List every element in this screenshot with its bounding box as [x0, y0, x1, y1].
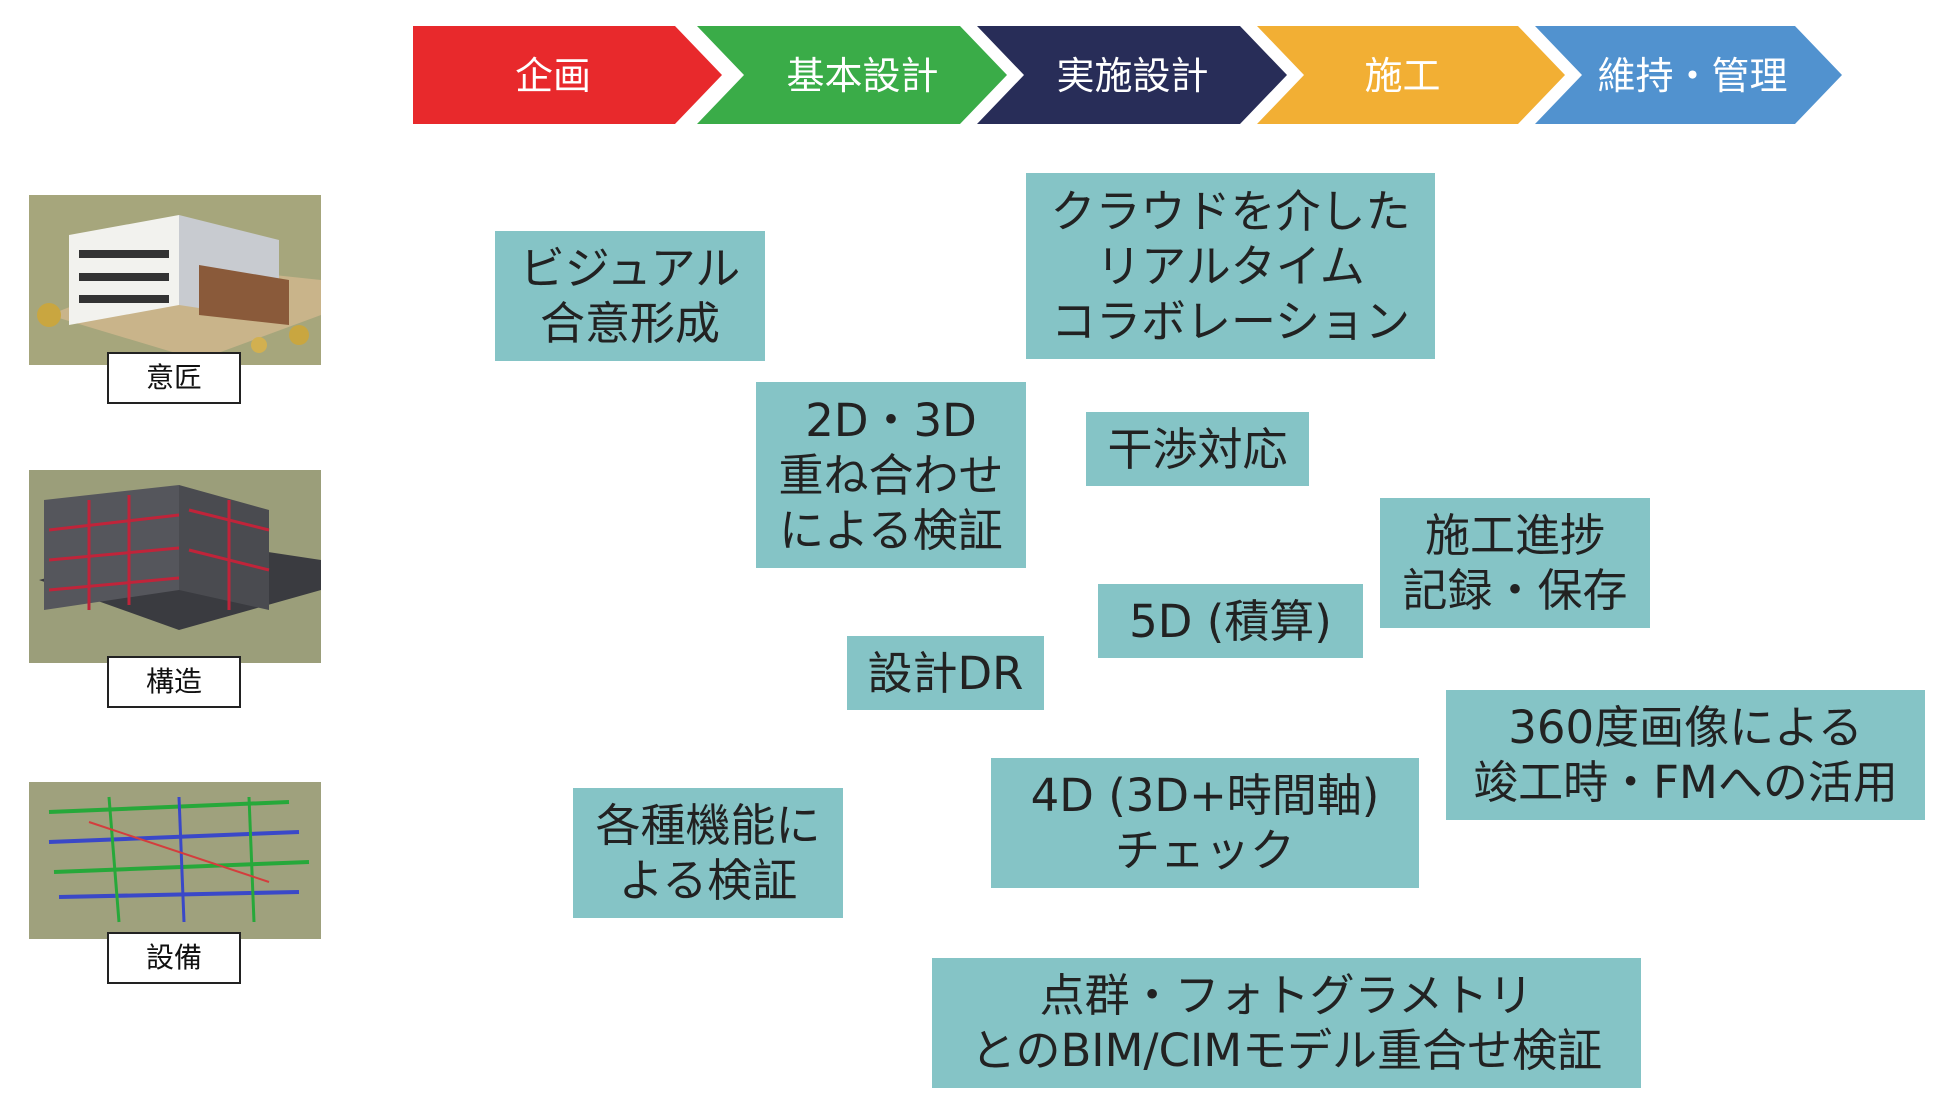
structure-model-image	[29, 470, 321, 663]
category-label-design: 意匠	[107, 352, 241, 404]
feature-cloud-collaboration: クラウドを介した リアルタイム コラボレーション	[1026, 173, 1435, 359]
feature-360-fm: 360度画像による 竣工時・FMへの活用	[1446, 690, 1925, 820]
category-label-structure: 構造	[107, 656, 241, 708]
phase-chevron-seko	[1257, 26, 1565, 124]
feature-functional-verification: 各種機能に よる検証	[573, 788, 843, 918]
feature-2d3d-overlay: 2D・3D 重ね合わせ による検証	[756, 382, 1026, 568]
phase-chevron-kikaku	[413, 26, 722, 124]
feature-4d-check: 4D (3D+時間軸) チェック	[991, 758, 1419, 888]
feature-pointcloud-verification: 点群・フォトグラメトリ とのBIM/CIMモデル重合せ検証	[932, 958, 1641, 1088]
phase-chevrons	[413, 26, 1842, 124]
architecture-model-image	[29, 195, 321, 365]
category-label-mep: 設備	[107, 932, 241, 984]
phase-label-iji: 維持・管理	[1597, 54, 1788, 98]
phase-chevron-jisshi	[977, 26, 1287, 124]
phase-chevron-kihon	[697, 26, 1007, 124]
feature-design-review: 設計DR	[847, 636, 1044, 710]
phase-label-kihon: 基本設計	[786, 54, 939, 98]
feature-5d-cost: 5D (積算)	[1098, 584, 1363, 658]
phase-label-kikaku: 企画	[514, 54, 591, 98]
phase-bar: 企画 基本設計 実施設計 施工 維持・管理	[0, 0, 1950, 130]
feature-visual-consensus: ビジュアル 合意形成	[495, 231, 765, 361]
feature-construction-progress: 施工進捗 記録・保存	[1380, 498, 1650, 628]
mep-model-image	[29, 782, 321, 939]
phase-label-seko: 施工	[1364, 54, 1441, 98]
feature-clash-detection: 干渉対応	[1086, 412, 1309, 486]
phase-chevron-iji	[1535, 26, 1842, 124]
phase-label-jisshi: 実施設計	[1056, 54, 1209, 98]
